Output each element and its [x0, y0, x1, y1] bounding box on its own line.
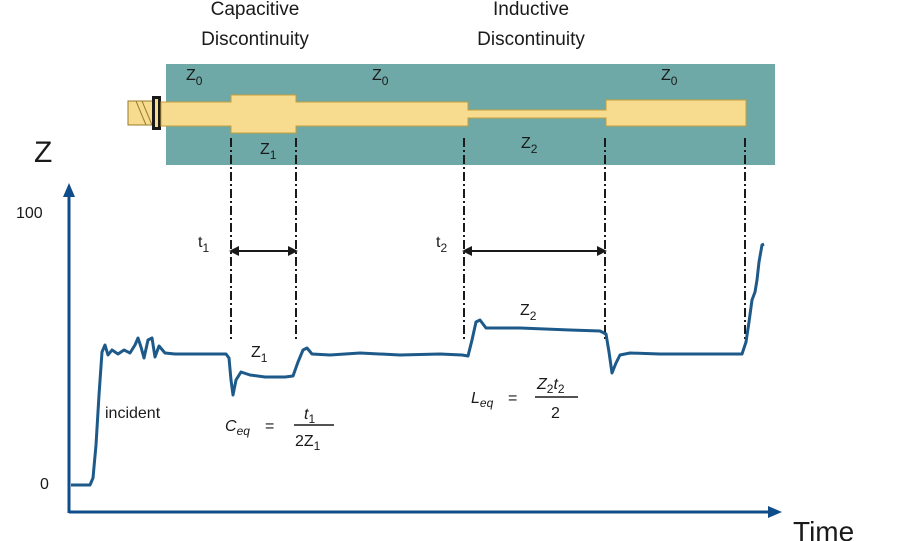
sma-connector-icon — [127, 96, 161, 130]
guide-lines — [230, 138, 746, 342]
z1-label-plot: Z1 — [251, 344, 268, 365]
z2-label-plot: Z2 — [520, 302, 537, 323]
svg-text:Z2t2: Z2t2 — [536, 376, 565, 396]
svg-text:2Z1: 2Z1 — [295, 433, 321, 453]
capacitive-label-line2: Discontinuity — [201, 29, 309, 50]
inductance-formula: Leq = Z2t2 2 — [471, 376, 578, 422]
z2-label-board: Z2 — [521, 135, 538, 156]
y-axis-label: Z — [34, 136, 52, 169]
t2-label: t2 — [436, 234, 447, 255]
tdr-signal-trace — [71, 242, 765, 487]
t1-label: t1 — [198, 234, 209, 255]
x-axis-arrow-icon — [768, 506, 782, 518]
svg-text:=: = — [508, 390, 517, 407]
svg-text:2: 2 — [551, 405, 560, 422]
z0-label-right: Z0 — [661, 67, 678, 88]
svg-text:Leq: Leq — [471, 390, 494, 410]
microstrip-trace — [160, 94, 747, 134]
capacitance-formula: Ceq = t1 2Z1 — [225, 406, 334, 453]
svg-text:t1: t1 — [304, 406, 315, 426]
x-axis-label: Time — [793, 516, 854, 541]
y-axis-arrow-icon — [63, 183, 75, 197]
z1-label-board: Z1 — [260, 141, 277, 162]
svg-text:=: = — [265, 418, 274, 435]
capacitive-label-line1: Capacitive — [211, 0, 300, 20]
inductive-label-line1: Inductive — [493, 0, 569, 20]
axes — [63, 183, 782, 518]
z0-label-middle: Z0 — [372, 67, 389, 88]
y-tick-100: 100 — [16, 205, 43, 222]
inductive-label-line2: Discontinuity — [477, 29, 585, 50]
z0-label-left: Z0 — [186, 67, 203, 88]
y-tick-0: 0 — [40, 476, 49, 493]
svg-text:Ceq: Ceq — [225, 418, 250, 438]
incident-label: incident — [105, 405, 161, 422]
